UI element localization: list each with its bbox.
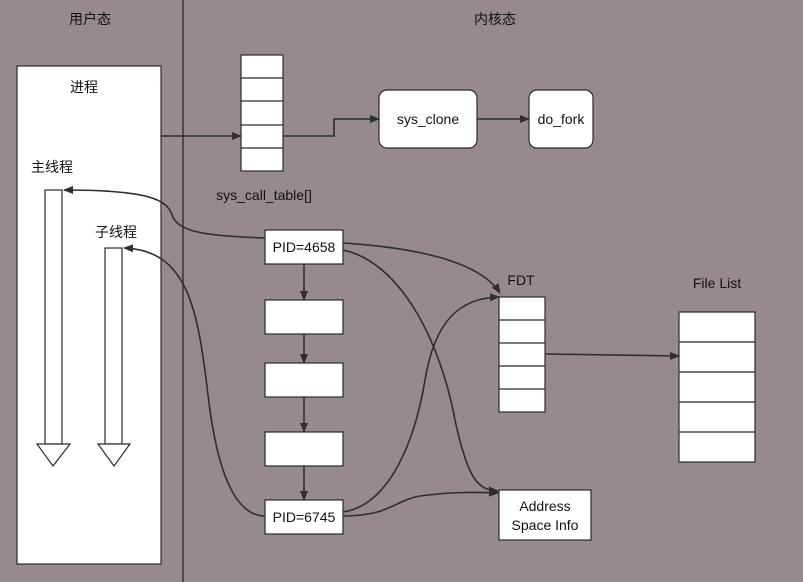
arrow-pid-main-to-fdt — [342, 242, 501, 294]
pid-child-label: PID=6745 — [273, 509, 336, 525]
task-pid-main — [264, 229, 344, 265]
address-space-box — [498, 489, 592, 541]
file-list-label: File List — [693, 275, 741, 291]
task-box-3 — [264, 362, 344, 398]
fdt-label: FDT — [507, 272, 535, 288]
child-thread-label: 子线程 — [95, 225, 137, 241]
arrow-fdt-to-file-list — [544, 351, 680, 360]
arrow-table-to-sys-clone — [283, 115, 380, 137]
file-list-table — [678, 311, 756, 463]
sys-clone-label: sys_clone — [397, 111, 459, 127]
arrow-pid-child-to-fdt — [342, 293, 500, 513]
task-box-2 — [264, 299, 344, 335]
task-pid-child — [264, 499, 344, 535]
process-title: 进程 — [70, 80, 98, 96]
sys-call-table — [240, 54, 284, 172]
sys-call-table-label: sys_call_table[] — [216, 187, 312, 203]
fdt-table — [498, 296, 546, 413]
kernel-space-label: 内核态 — [474, 12, 516, 28]
address-space-line2: Space Info — [512, 517, 579, 533]
arrow-pid-child-to-child-thread — [123, 244, 266, 517]
process-box — [16, 65, 162, 565]
task-box-4 — [264, 431, 344, 467]
arrow-pid-main-to-main-thread — [63, 186, 266, 239]
address-space-line1: Address — [519, 498, 570, 514]
user-space-label: 用户态 — [69, 11, 111, 28]
arrow-pid-child-to-address-space — [342, 488, 499, 517]
do-fork-label: do_fork — [538, 111, 586, 127]
main-thread-label: 主线程 — [31, 160, 73, 176]
pid-main-label: PID=4658 — [273, 239, 336, 255]
main-thread-arrow — [35, 189, 72, 468]
child-thread-arrow — [96, 247, 132, 468]
arrow-pid-main-to-address-space — [342, 249, 499, 495]
